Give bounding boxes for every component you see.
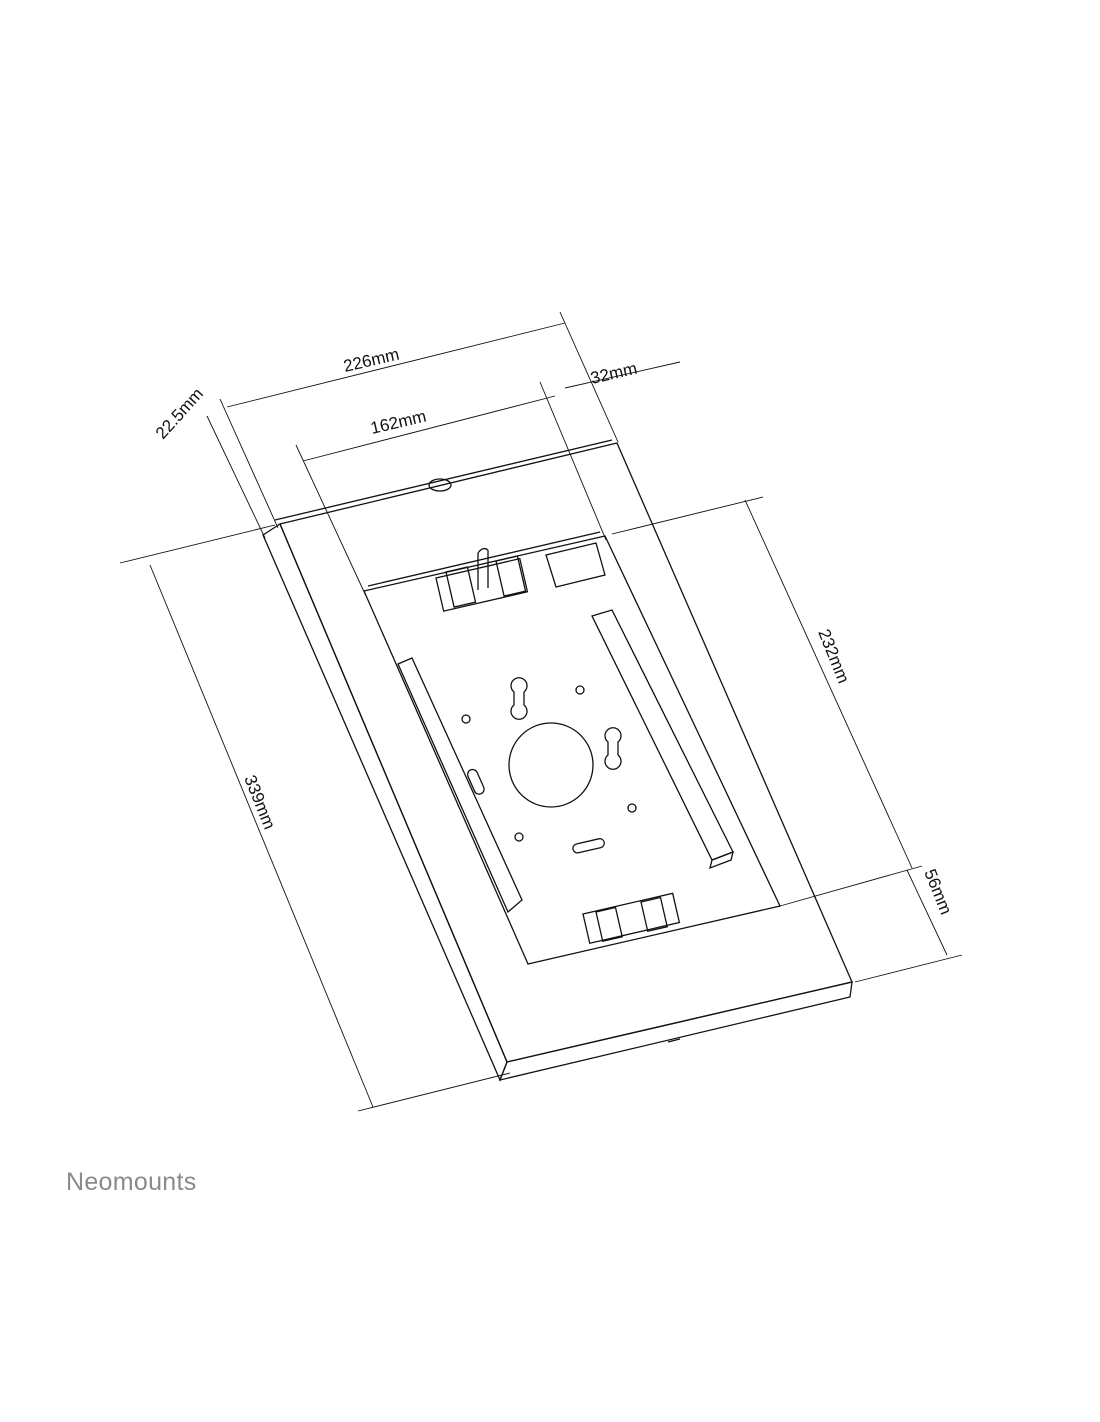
center-cable-hole (508, 722, 594, 808)
dim-226-ext-right (559, 311, 619, 443)
dimension-lines (119, 311, 963, 1112)
enclosure-outline (262, 439, 853, 1082)
dim-162-ext-left (295, 444, 367, 597)
mounting-plate (461, 677, 637, 854)
label-339mm: 339mm (240, 772, 279, 832)
top-lock-knob (428, 478, 452, 492)
keyhole-slot-upper (510, 677, 528, 720)
top-side-edge (274, 439, 613, 521)
dim-339-ext-bottom (357, 1072, 511, 1112)
opening-bevel-top (367, 531, 601, 587)
keyhole-slot-lower (604, 727, 622, 770)
left-side-face (262, 523, 508, 1082)
label-32mm: 32mm (589, 359, 639, 388)
front-frame-outline (279, 442, 853, 1063)
dim-56-line (906, 869, 948, 956)
bottom-clip (582, 892, 681, 945)
inner-opening (363, 535, 781, 965)
dim-339-line (149, 564, 374, 1108)
top-clip (435, 547, 529, 612)
label-232mm: 232mm (814, 626, 853, 686)
dim-339-ext-top (119, 524, 276, 564)
dim-232-ext-top (611, 496, 764, 535)
left-rail (397, 657, 523, 914)
dim-232-line (744, 499, 913, 869)
bottom-notch (667, 1038, 681, 1043)
dim-32-line (564, 361, 681, 389)
dim-56-ext-bottom (854, 954, 963, 983)
dim-226-ext-left (219, 398, 279, 529)
brand-logo-text: Neomounts (66, 1168, 197, 1196)
dim-22-ext (206, 415, 266, 539)
label-22-5mm: 22.5mm (152, 384, 207, 442)
dimension-labels: 226mm 32mm 22.5mm 162mm 339mm 232mm 56mm (152, 345, 956, 918)
camera-window (545, 542, 606, 588)
dim-162-ext-right (539, 381, 607, 541)
dim-162-line (302, 395, 556, 462)
bottom-side-face (498, 981, 853, 1081)
label-162mm: 162mm (369, 407, 429, 438)
dim-232-ext-bottom (779, 865, 923, 907)
dim-226-line (226, 322, 566, 408)
right-rail (591, 609, 734, 870)
